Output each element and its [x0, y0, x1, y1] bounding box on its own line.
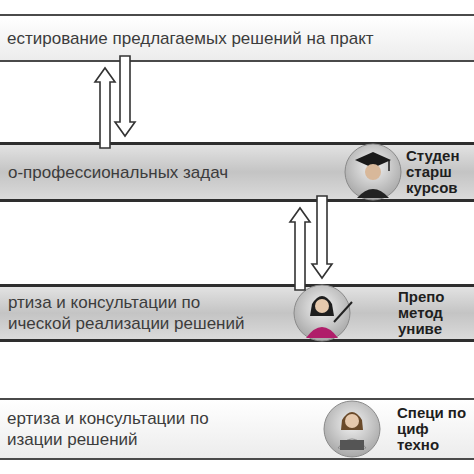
band-label: ертиза и консультации по изации решений: [7, 408, 262, 450]
band-label: о-профессиональных задач: [8, 162, 348, 183]
band-label: естирование предлагаемых решений на прак…: [7, 28, 447, 49]
role-label: Специ по циф техно: [397, 405, 469, 453]
task-band: о-профессиональных задач Студен старш кур…: [0, 142, 474, 202]
hollow-arrow: [290, 208, 310, 290]
band-label: ртиза и консультации по ической реализац…: [8, 292, 263, 334]
hollow-arrow: [312, 196, 332, 278]
hollow-arrow: [95, 68, 115, 148]
practice-band: естирование предлагаемых решений на прак…: [0, 14, 474, 62]
role-label: Препо метод униве: [398, 289, 470, 337]
method-band: ртиза и консультации по ической реализац…: [0, 284, 474, 342]
expert-band: ертиза и консультации по изации решений С…: [0, 398, 474, 460]
role-label: Студен старш курсов: [406, 148, 474, 196]
hollow-arrow: [115, 56, 135, 136]
